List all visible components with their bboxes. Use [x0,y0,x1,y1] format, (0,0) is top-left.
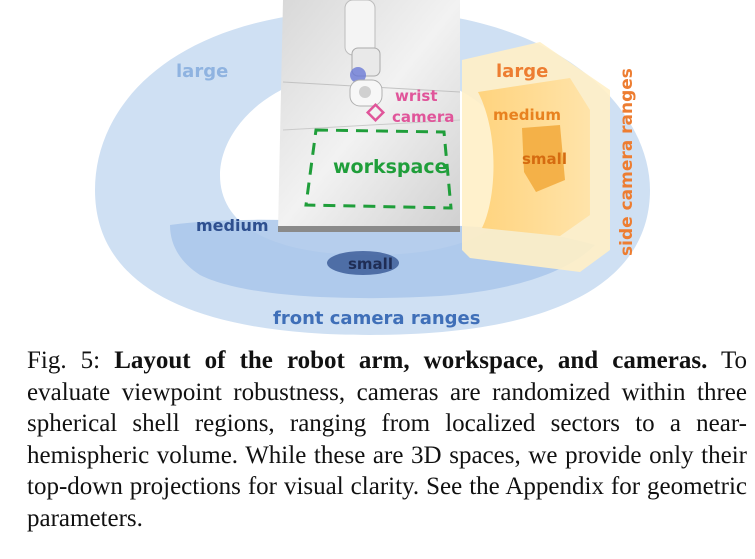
wrist-camera-label-2: camera [392,108,454,126]
side-medium-label: medium [493,106,561,124]
side-large-label: large [496,61,548,82]
caption-figure-number: Fig. 5: [27,347,101,374]
table-edge [278,226,460,232]
workspace-box [304,128,453,210]
wrist-camera-marker [365,102,386,123]
front-large-label: large [176,61,228,82]
wrist-camera-label-1: wrist [395,87,438,105]
caption-title: Layout of the robot arm, workspace, and … [114,347,708,374]
robot-layout-figure: large medium small front camera ranges l… [95,0,650,335]
robot-arm [344,0,383,107]
side-small-sector [522,125,565,192]
workspace-label: workspace [333,156,448,178]
front-medium-label: medium [196,216,269,235]
front-title-label: front camera ranges [273,308,480,329]
side-small-label: small [522,150,567,168]
side-title-label: side camera ranges [617,68,637,256]
figure-caption: Fig. 5: Layout of the robot arm, workspa… [27,345,747,534]
front-small-label: small [348,255,393,273]
caption-body: To evaluate viewpoint robustness, camera… [27,347,747,532]
front-small-sector [327,251,399,275]
